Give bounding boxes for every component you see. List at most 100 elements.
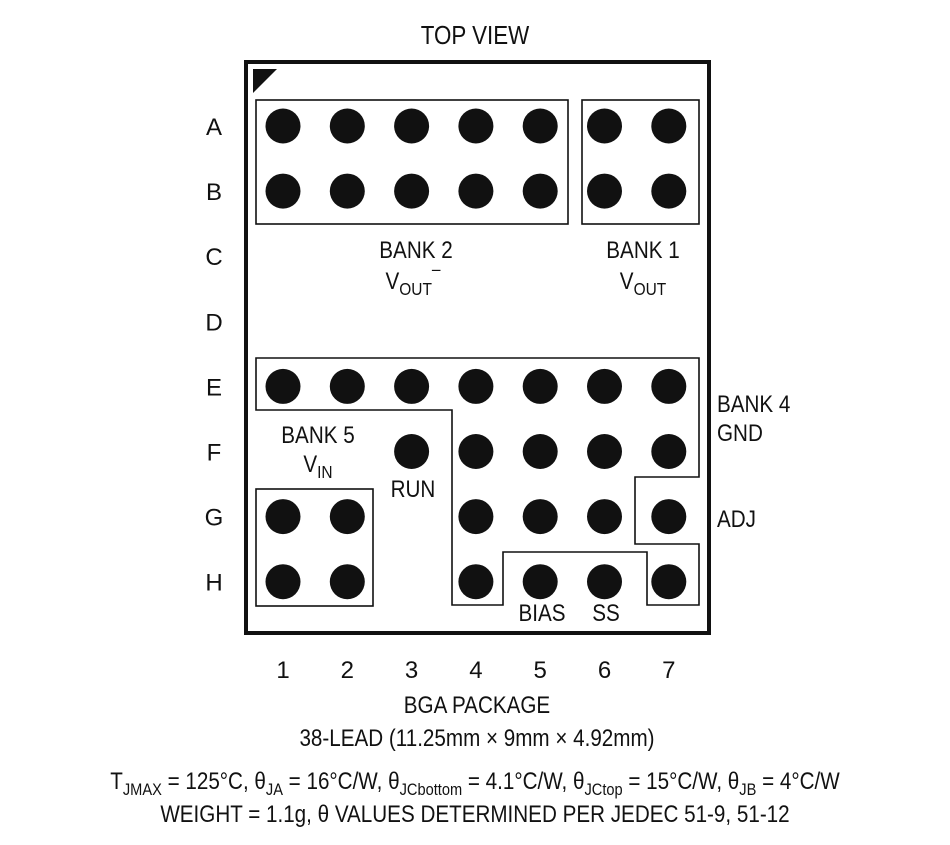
ss-pin-label: SS: [592, 600, 620, 627]
ball-a7: [651, 108, 687, 144]
solder-balls: [265, 108, 687, 600]
ball-b3: [394, 173, 430, 209]
theta-jb-sub: JB: [739, 781, 756, 799]
bank2-signal: VOUT–: [385, 259, 441, 299]
bank4-outline: [255, 357, 700, 606]
run-pin-label: RUN: [391, 476, 436, 503]
bank2-signal-sup: –: [432, 259, 441, 279]
ball-e7: [651, 368, 687, 404]
column-label-4: 4: [469, 657, 482, 684]
row-label-c: C: [205, 244, 222, 271]
ball-b7: [651, 173, 687, 209]
column-label-1: 1: [276, 657, 289, 684]
theta-jctop-value: = 15°C/W,: [623, 768, 728, 795]
ball-e2: [329, 368, 365, 404]
row-label-d: D: [205, 309, 222, 336]
column-label-7: 7: [662, 657, 675, 684]
bank4-label: BANK 4: [717, 391, 790, 418]
row-label-h: H: [205, 570, 222, 597]
ball-g4: [458, 499, 494, 535]
ball-a2: [329, 108, 365, 144]
bank5-label: BANK 5: [281, 422, 354, 449]
bank5-signal-symbol: V: [303, 451, 317, 478]
ball-b4: [458, 173, 494, 209]
ball-a4: [458, 108, 494, 144]
ball-g1: [265, 499, 301, 535]
ball-f7: [651, 434, 687, 469]
bank2-label: BANK 2: [379, 237, 452, 264]
ball-h1: [265, 564, 301, 600]
theta-jctop-symbol: θ: [573, 768, 584, 795]
ball-f4: [458, 434, 494, 469]
ball-a1: [265, 108, 301, 144]
row-labels: A B C D E F G H: [205, 114, 224, 597]
ball-a5: [522, 108, 558, 144]
ball-b6: [587, 173, 622, 209]
bank1-signal-sub: OUT: [634, 279, 667, 299]
bank5-ball-outline: [255, 488, 374, 607]
ball-g7: [651, 499, 687, 535]
column-label-2: 2: [341, 657, 354, 684]
bank4-signal: GND: [717, 420, 763, 447]
bank5-signal: VIN: [303, 451, 332, 483]
bank1-outline: [581, 99, 700, 225]
ball-h7: [651, 564, 687, 600]
theta-jb-symbol: θ: [728, 768, 739, 795]
ball-b5: [522, 173, 558, 209]
thermal-specs: TJMAX = 125°C, θJA = 16°C/W, θJCbottom =…: [110, 768, 840, 800]
bank1-label: BANK 1: [606, 237, 679, 264]
bank2-outline: [255, 99, 569, 225]
ball-b2: [329, 173, 365, 209]
ball-e5: [522, 368, 558, 404]
theta-ja-symbol: θ: [254, 768, 265, 795]
bias-pin-label: BIAS: [518, 600, 565, 627]
tjmax-symbol: T: [110, 768, 123, 795]
column-label-6: 6: [598, 657, 611, 684]
row-label-e: E: [206, 374, 222, 401]
row-label-b: B: [206, 179, 222, 206]
ball-e1: [265, 368, 301, 404]
ball-e3: [394, 368, 430, 404]
package-outline: [244, 60, 711, 635]
ball-h5: [522, 564, 558, 600]
ball-h6: [587, 564, 622, 600]
theta-jcbottom-sub: JCbottom: [400, 781, 463, 799]
theta-ja-value: = 16°C/W,: [283, 768, 388, 795]
weight-note: WEIGHT = 1.1g, θ VALUES DETERMINED PER J…: [160, 801, 789, 828]
bank1-signal-symbol: V: [620, 268, 634, 295]
row-label-g: G: [205, 505, 224, 532]
row-label-a: A: [206, 114, 222, 141]
package-dimensions: 38-LEAD (11.25mm × 9mm × 4.92mm): [299, 725, 654, 752]
ball-e4: [458, 368, 494, 404]
bank2-signal-sub: OUT: [399, 279, 432, 299]
pin1-marker: [253, 69, 277, 93]
diagram-title: TOP VIEW: [421, 21, 530, 50]
row-label-f: F: [207, 440, 222, 467]
bank5-signal-sub: IN: [317, 462, 332, 482]
ball-h4: [458, 564, 494, 600]
package-name: BGA PACKAGE: [404, 692, 550, 719]
ball-f6: [587, 434, 622, 469]
column-label-5: 5: [534, 657, 547, 684]
theta-jcbottom-symbol: θ: [388, 768, 399, 795]
tjmax-value: = 125°C,: [162, 768, 255, 795]
ball-g5: [522, 499, 558, 535]
bank2-signal-symbol: V: [385, 268, 399, 295]
theta-jb-value: = 4°C/W: [756, 768, 840, 795]
adj-pin-label: ADJ: [717, 506, 756, 533]
theta-ja-sub: JA: [266, 781, 283, 799]
column-labels: 1 2 3 4 5 6 7: [276, 657, 675, 684]
ball-e6: [587, 368, 622, 404]
theta-jcbottom-value: = 4.1°C/W,: [462, 768, 573, 795]
ball-f5: [522, 434, 558, 469]
ball-f3: [394, 434, 430, 469]
ball-a3: [394, 108, 430, 144]
ball-b1: [265, 173, 301, 209]
ball-g6: [587, 499, 622, 535]
ball-a6: [587, 108, 622, 144]
ball-h2: [329, 564, 365, 600]
bank1-signal: VOUT: [620, 268, 666, 300]
ball-g2: [329, 499, 365, 535]
column-label-3: 3: [405, 657, 418, 684]
